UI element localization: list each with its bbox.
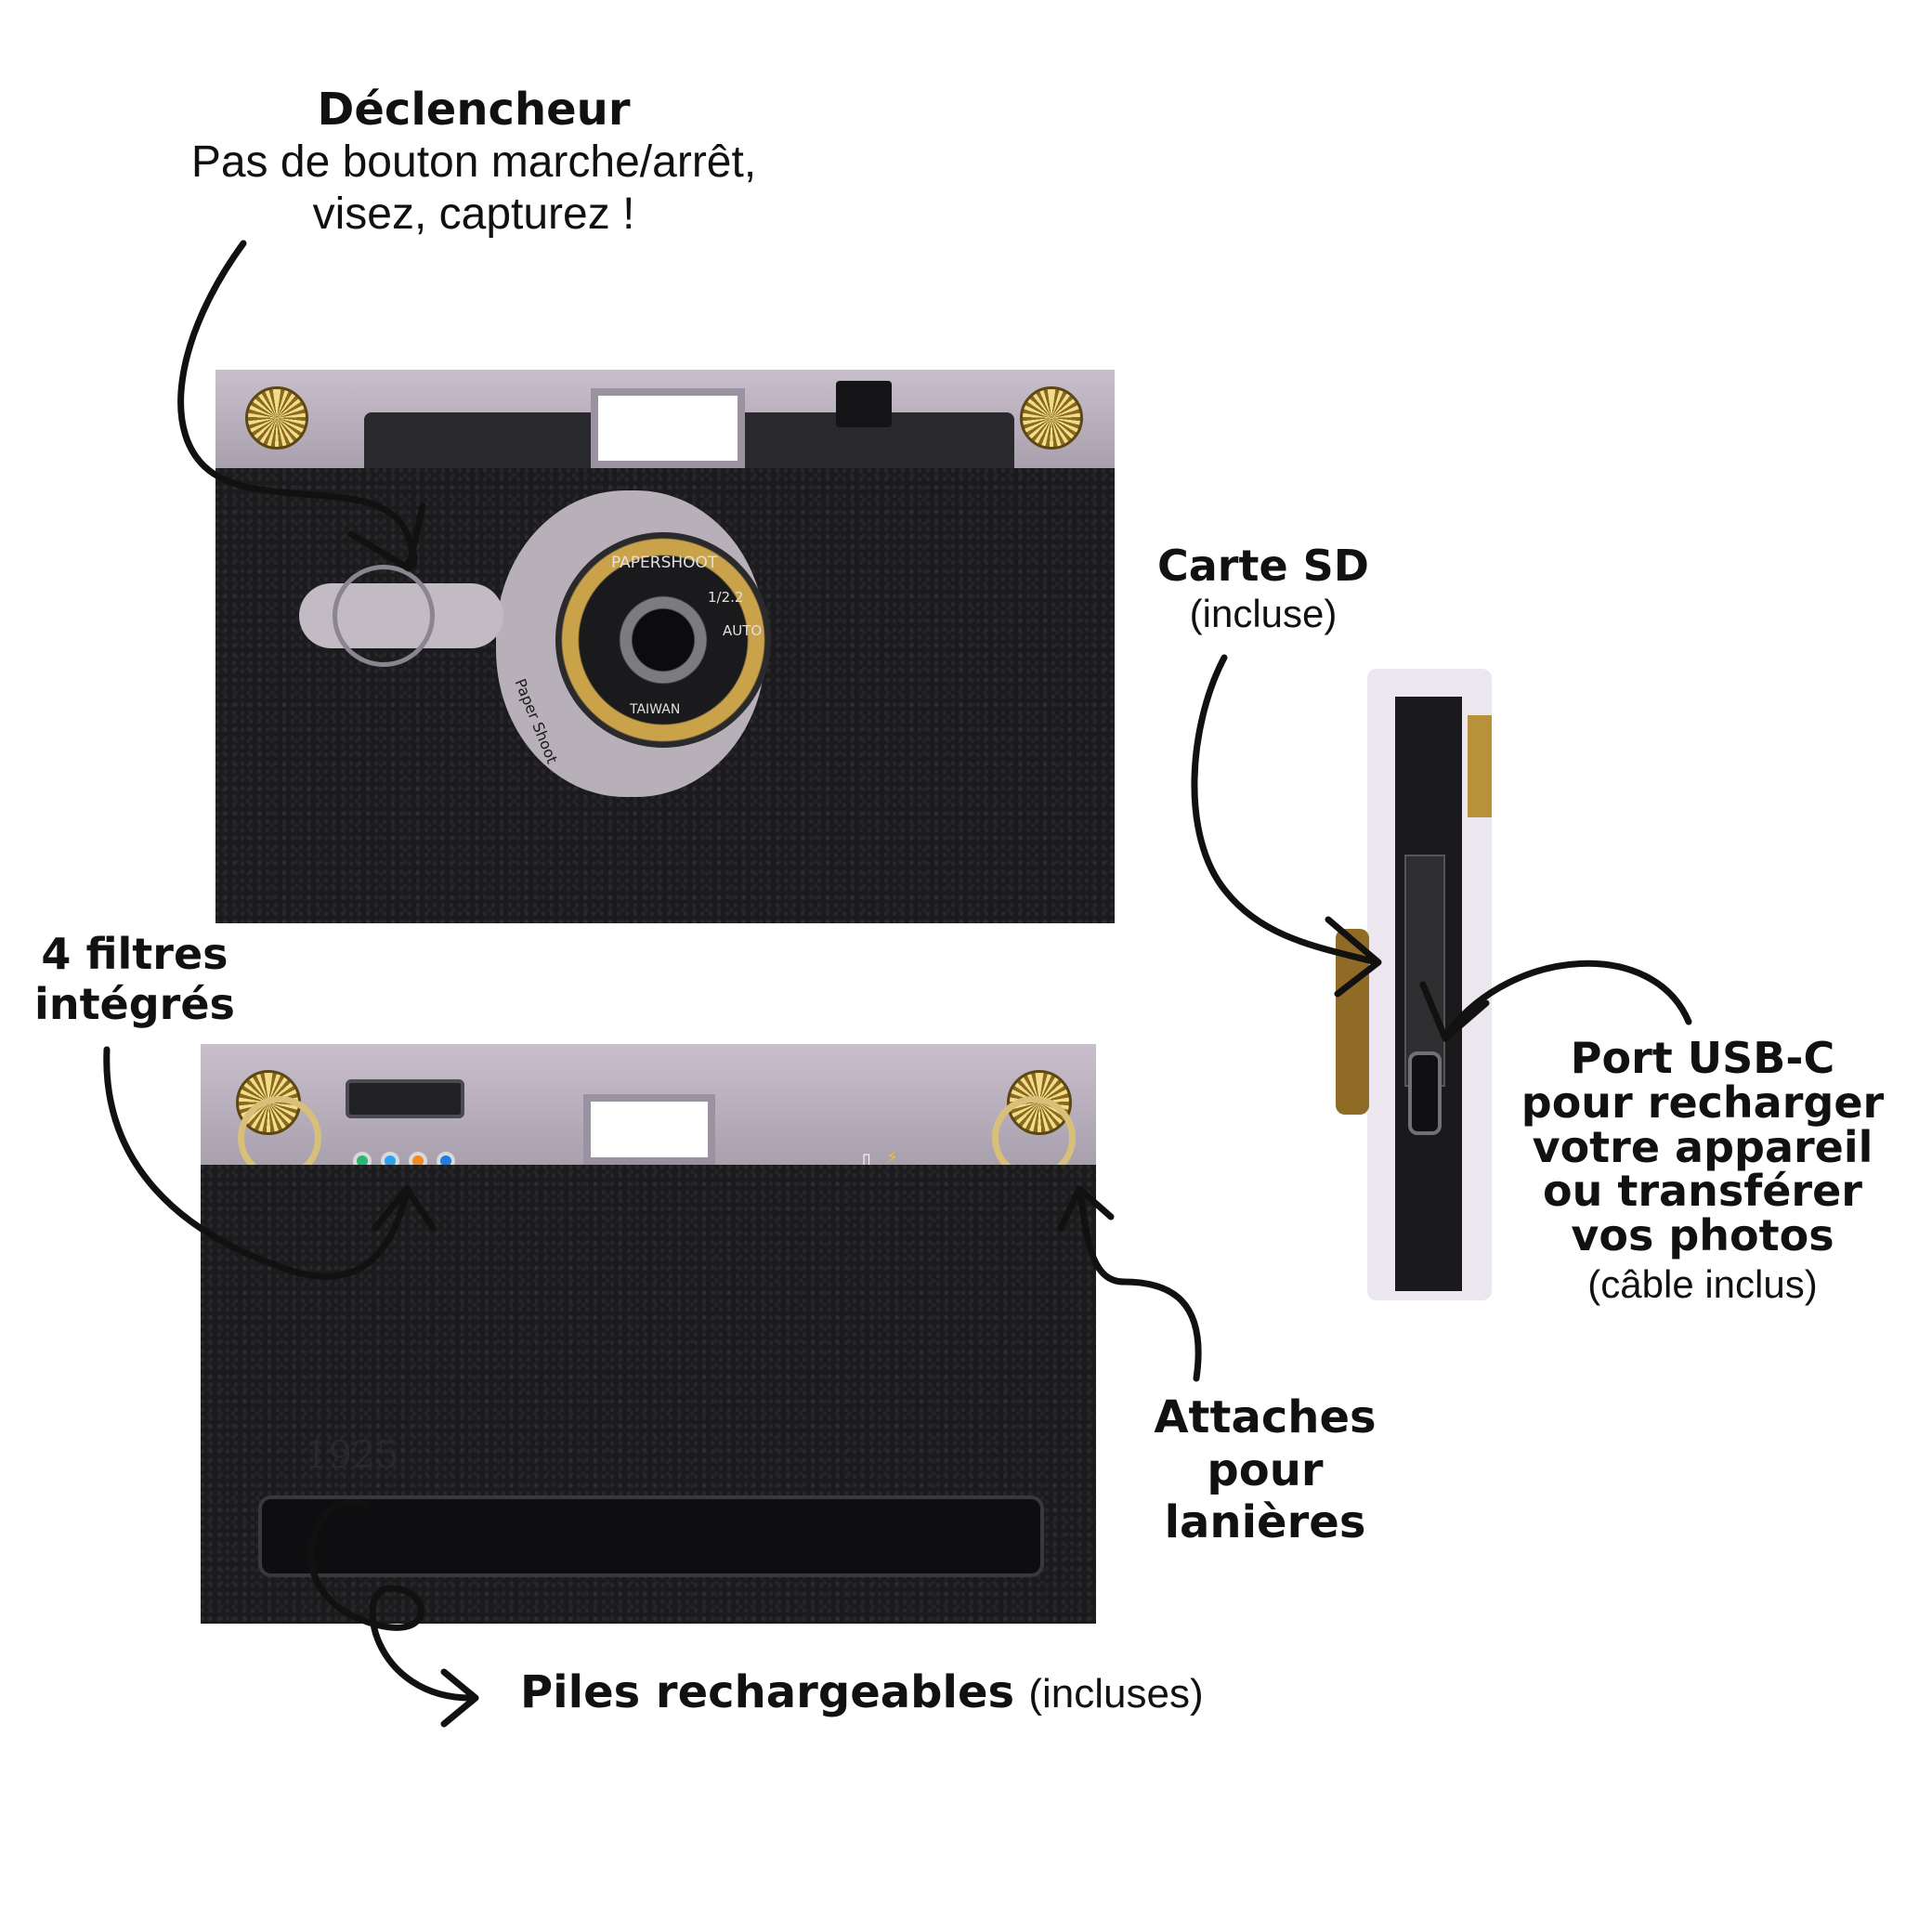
usb-c-port[interactable] [1408,1051,1442,1135]
front-lens [555,532,771,748]
front-viewfinder-window [591,388,745,468]
front-right-knob [1020,386,1083,450]
shutter-title: Déclencheur [317,84,631,136]
sd-card-callout: Carte SD (incluse) [1115,541,1412,637]
lens-aperture-text: 1/2.2 [708,589,744,606]
battery-arrowhead [440,1668,479,1728]
straps-arrow [1076,1185,1202,1382]
front-left-knob [245,386,308,450]
back-viewfinder-window [583,1094,715,1165]
usb-line-2: pour recharger [1521,1077,1885,1128]
shutter-callout: Déclencheur Pas de bouton marche/arrêt, … [93,84,855,242]
side-brass-back [1336,929,1369,1115]
front-flash-sensor [836,381,892,427]
filter-switch[interactable] [346,1079,464,1118]
usb-line-3: votre appareil [1532,1121,1873,1172]
lens-origin-text: TAIWAN [630,702,681,717]
shutter-button-ring[interactable] [333,565,435,667]
battery-door[interactable] [258,1495,1044,1577]
side-brass-screw [1468,715,1492,817]
straps-callout: Attaches pour lanières [1126,1391,1404,1549]
usb-line-5: vos photos [1571,1210,1834,1261]
straps-line-3: lanières [1164,1496,1366,1549]
side-sd-slot[interactable] [1404,855,1445,1087]
filters-line-2: intégrés [34,979,235,1030]
battery-callout: Piles rechargeables (incluses) [520,1666,1356,1719]
battery-note: (incluses) [1028,1671,1204,1717]
sd-status-icon: ▯ [862,1150,871,1169]
lens-brand-text: PAPERSHOOT [611,554,718,572]
usb-callout: Port USB-C pour recharger votre appareil… [1484,1033,1921,1307]
back-year-emboss: 1925 [305,1434,399,1477]
filters-line-1: 4 filtres [41,929,228,979]
shutter-line-1: Pas de bouton marche/arrêt, [190,137,757,187]
shutter-line-2: visez, capturez ! [312,189,635,240]
usb-note: (câble inclus) [1587,1262,1818,1307]
straps-line-2: pour [1207,1443,1324,1496]
sd-card-title: Carte SD [1156,541,1369,591]
filters-callout: 4 filtres intégrés [9,929,260,1030]
charge-status-icon: ⚡ [886,1148,898,1168]
camera-back-photo: ▯ ⚡ 1925 [201,1044,1096,1624]
camera-front-photo: PAPERSHOOT 1/2.2 AUTO TAIWAN Paper Shoot [215,370,1115,923]
usb-line-4: ou transférer [1543,1166,1862,1217]
camera-side-photo [1367,669,1492,1300]
sd-card-note: (incluse) [1189,592,1338,636]
battery-title: Piles rechargeables [520,1666,1015,1718]
lens-mode-text: AUTO [723,622,763,639]
usb-line-1: Port USB-C [1570,1033,1835,1083]
sd-card-arrow [1191,654,1380,966]
straps-line-1: Attaches [1154,1391,1377,1443]
